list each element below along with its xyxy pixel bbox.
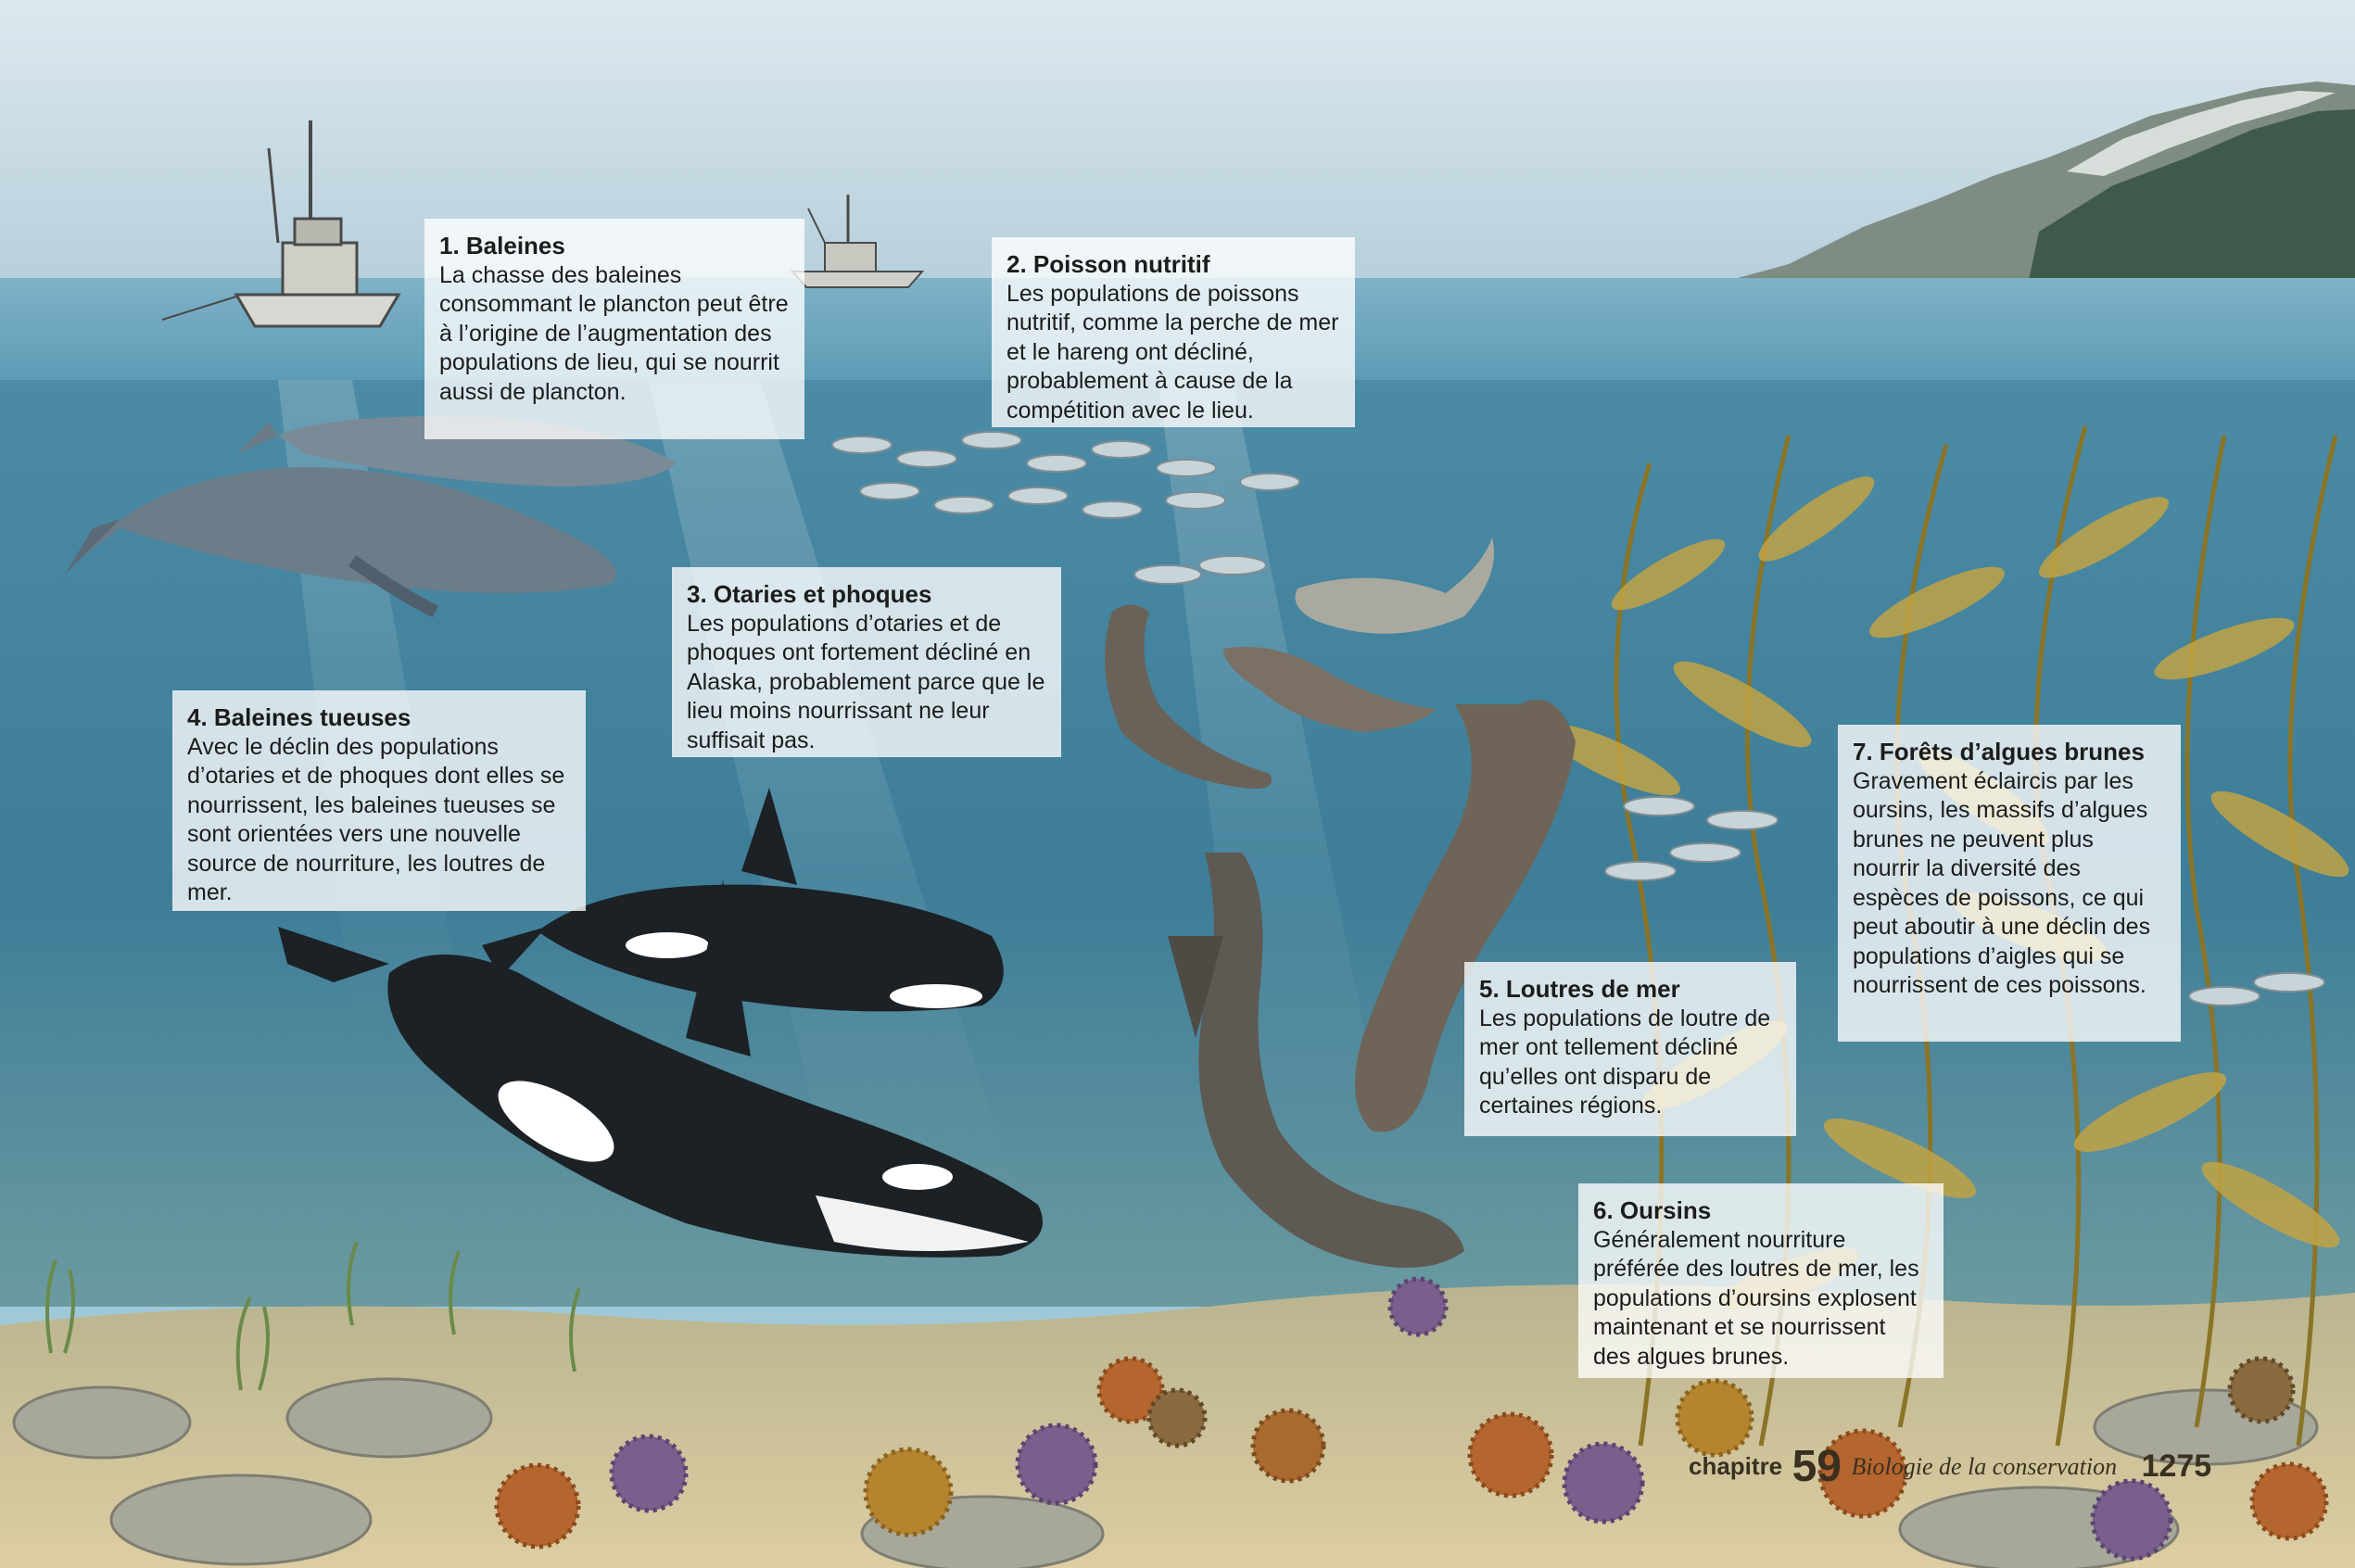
caption-body: Avec le déclin des populations d’otaries… [187,733,571,908]
chapter-label: chapitre [1689,1452,1782,1480]
caption-otaries-et-phoques: 3. Otaries et phoques Les populations d’… [672,567,1061,757]
caption-poisson-nutritif: 2. Poisson nutritif Les populations de p… [992,237,1355,427]
caption-baleines-tueuses: 4. Baleines tueuses Avec le déclin des p… [172,690,586,911]
caption-forets-algues-brunes: 7. Forêts d’algues brunes Gravement écla… [1838,725,2181,1042]
caption-title: 3. Otaries et phoques [687,580,1046,610]
chapter-subject: Biologie de la conservation [1851,1453,2117,1480]
caption-loutres-de-mer: 5. Loutres de mer Les populations de lou… [1464,962,1796,1136]
caption-body: Gravement éclaircis par les oursins, les… [1853,767,2166,1001]
caption-body: Les populations de poissons nutritif, co… [1007,280,1340,426]
caption-oursins: 6. Oursins Généralement nourriture préfé… [1578,1183,1944,1378]
chapter-number: 59 [1792,1442,1842,1491]
caption-title: 6. Oursins [1593,1196,1929,1226]
caption-baleines: 1. Baleines La chasse des baleines conso… [424,219,804,439]
page-footer: chapitre 59 Biologie de la conservation … [1689,1441,2211,1497]
caption-title: 7. Forêts d’algues brunes [1853,738,2166,767]
caption-title: 5. Loutres de mer [1479,975,1781,1005]
caption-title: 4. Baleines tueuses [187,703,571,733]
caption-title: 1. Baleines [439,232,790,261]
page-number: 1275 [2142,1448,2212,1484]
caption-body: Généralement nourriture préférée des lou… [1593,1226,1929,1372]
caption-title: 2. Poisson nutritif [1007,250,1340,280]
caption-body: Les populations de loutre de mer ont tel… [1479,1005,1781,1121]
caption-body: Les populations d’otaries et de phoques … [687,610,1046,756]
caption-body: La chasse des baleines consommant le pla… [439,261,790,408]
